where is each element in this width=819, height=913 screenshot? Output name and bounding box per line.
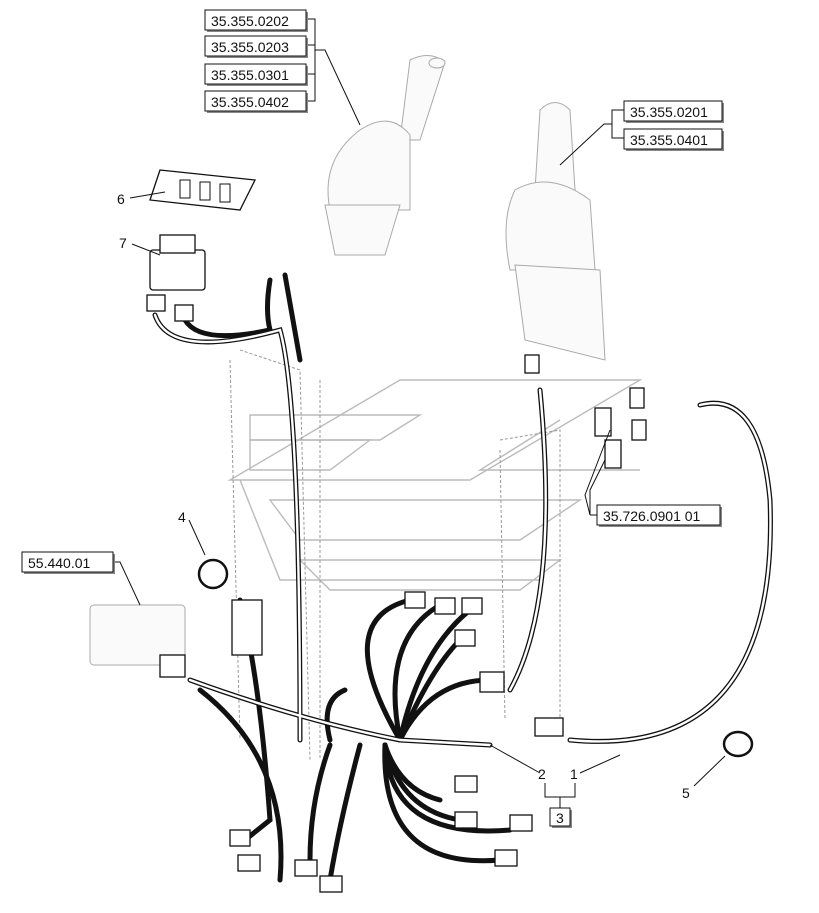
item-number-1[interactable]: 1 [570,766,578,782]
ref-box-35.355.0201[interactable]: 35.355.0201 [623,100,724,123]
ref-box-35.355.0301[interactable]: 35.355.0301 [204,63,308,86]
ref-label: 35.355.0201 [630,104,708,120]
harness-connectors [146,294,647,893]
cover-plate-slots [179,179,231,203]
ref-box-35.355.0402[interactable]: 35.355.0402 [204,90,308,113]
ref-label: 35.355.0203 [211,39,289,55]
item-number: 3 [556,810,564,826]
wiring-harness [152,272,773,883]
watermark-logo [227,379,643,591]
ref-box-35.355.0202[interactable]: 35.355.0202 [204,9,308,32]
ref-label: 35.355.0301 [211,67,289,83]
item-number-5[interactable]: 5 [682,785,690,801]
control-box [89,604,186,666]
cover-plate [149,169,257,211]
clip-4 [197,558,229,590]
ref-label: 35.355.0402 [211,94,289,110]
ref-box-35.355.0203[interactable]: 35.355.0203 [204,35,308,58]
ref-label: 55.440.01 [28,555,90,571]
clip-5 [722,730,754,758]
control-box-connector [159,654,186,678]
right-joystick [505,102,606,361]
item-number-7[interactable]: 7 [119,235,127,251]
leader-lines [113,18,726,808]
relay-block [149,234,206,291]
ref-box-55.440.01[interactable]: 55.440.01 [21,551,115,574]
ref-label: 35.726.0901 01 [603,508,701,524]
item-number-6[interactable]: 6 [117,191,125,207]
ref-label: 35.355.0401 [630,132,708,148]
left-joystick [324,55,446,256]
ref-box-35.726.0901-01[interactable]: 35.726.0901 01 [596,504,722,527]
ref-box-35.355.0401[interactable]: 35.355.0401 [623,128,724,151]
item-number-4[interactable]: 4 [178,509,186,525]
ref-label: 35.355.0202 [211,13,289,29]
item-box-3[interactable]: 3 [549,807,572,828]
item-number-2[interactable]: 2 [538,766,546,782]
